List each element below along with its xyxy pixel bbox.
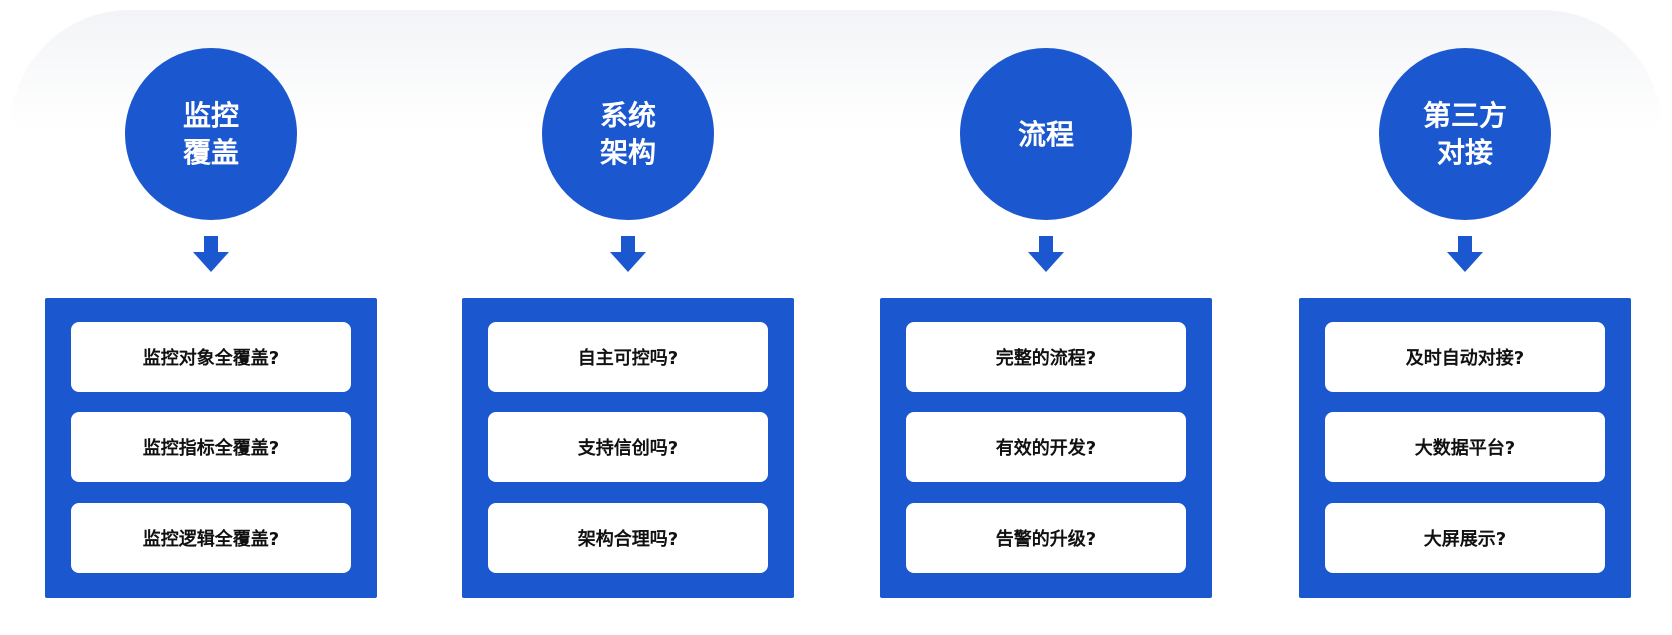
- category-circle: 第三方 对接: [1379, 48, 1551, 220]
- column-monitoring-coverage: 监控 覆盖 监控对象全覆盖? 监控指标全覆盖? 监控逻辑全覆盖?: [45, 0, 377, 635]
- question-card: 有效的开发?: [906, 412, 1186, 482]
- question-card: 监控指标全覆盖?: [71, 412, 351, 482]
- question-panel: 完整的流程? 有效的开发? 告警的升级?: [880, 298, 1212, 598]
- arrow-down-icon: [193, 236, 229, 272]
- column-third-party-integration: 第三方 对接 及时自动对接? 大数据平台? 大屏展示?: [1299, 0, 1631, 635]
- category-title: 系统 架构: [599, 99, 656, 169]
- question-panel: 自主可控吗? 支持信创吗? 架构合理吗?: [462, 298, 794, 598]
- category-title: 监控 覆盖: [182, 99, 239, 169]
- column-process: 流程 完整的流程? 有效的开发? 告警的升级?: [880, 0, 1212, 635]
- question-card: 及时自动对接?: [1325, 322, 1605, 392]
- category-circle: 监控 覆盖: [125, 48, 297, 220]
- question-card: 架构合理吗?: [488, 503, 768, 573]
- question-card: 告警的升级?: [906, 503, 1186, 573]
- column-system-architecture: 系统 架构 自主可控吗? 支持信创吗? 架构合理吗?: [462, 0, 794, 635]
- arrow-down-icon: [1028, 236, 1064, 272]
- question-card: 监控对象全覆盖?: [71, 322, 351, 392]
- question-panel: 及时自动对接? 大数据平台? 大屏展示?: [1299, 298, 1631, 598]
- question-card: 大屏展示?: [1325, 503, 1605, 573]
- question-card: 监控逻辑全覆盖?: [71, 503, 351, 573]
- category-title: 流程: [1017, 117, 1074, 151]
- question-card: 完整的流程?: [906, 322, 1186, 392]
- arrow-down-icon: [1447, 236, 1483, 272]
- category-title: 第三方 对接: [1422, 99, 1507, 169]
- question-card: 大数据平台?: [1325, 412, 1605, 482]
- question-panel: 监控对象全覆盖? 监控指标全覆盖? 监控逻辑全覆盖?: [45, 298, 377, 598]
- question-card: 自主可控吗?: [488, 322, 768, 392]
- arrow-down-icon: [610, 236, 646, 272]
- category-circle: 系统 架构: [542, 48, 714, 220]
- category-circle: 流程: [960, 48, 1132, 220]
- question-card: 支持信创吗?: [488, 412, 768, 482]
